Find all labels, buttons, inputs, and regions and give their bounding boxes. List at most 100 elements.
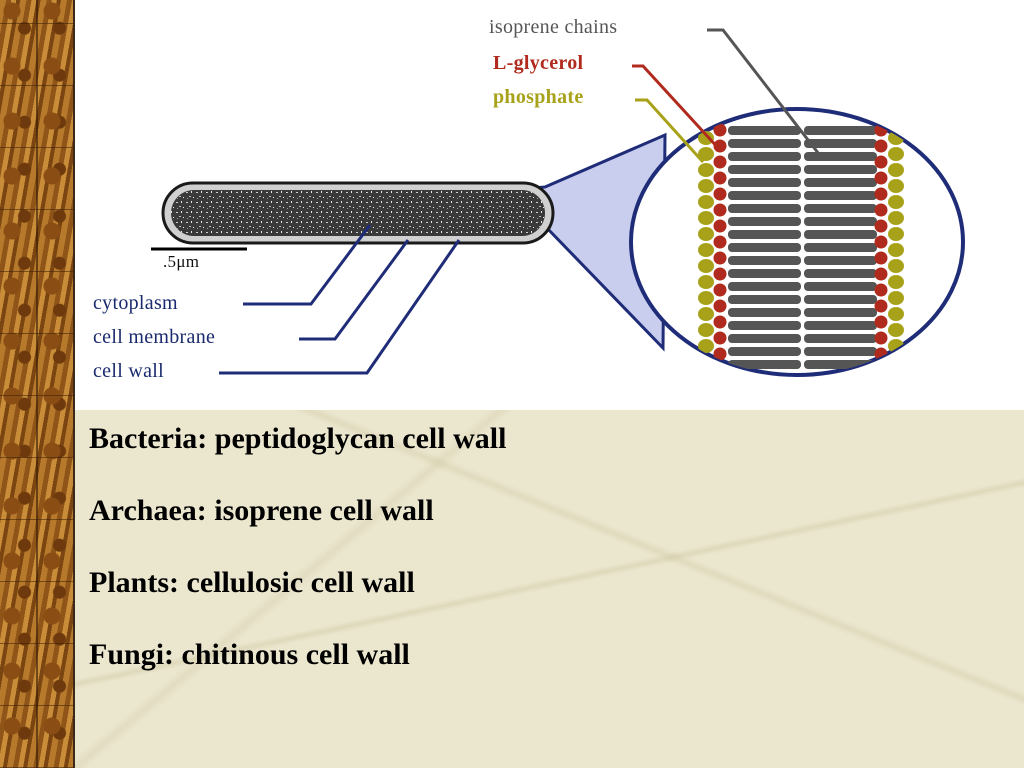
glycerol-head — [713, 251, 727, 265]
isoprene-chain — [728, 295, 801, 304]
isoprene-chain — [728, 139, 801, 148]
isoprene-chain — [728, 152, 801, 161]
phosphate-head — [698, 275, 714, 289]
list-item-archaea: Archaea: isoprene cell wall — [89, 494, 434, 527]
glycerol-head — [874, 363, 888, 375]
phosphate-head — [888, 211, 904, 225]
glycerol-head — [874, 155, 888, 169]
isoprene-label: isoprene chains — [489, 16, 618, 38]
glycerol-head — [874, 251, 888, 265]
isoprene-chain — [728, 191, 801, 200]
isoprene-chain — [804, 204, 877, 213]
wood-sidebar — [0, 0, 75, 768]
phosphate-head — [888, 179, 904, 193]
phosphate-head — [888, 195, 904, 209]
cytoplasm-leader — [243, 224, 372, 306]
isoprene-chain — [804, 334, 877, 343]
glycerol-head — [874, 283, 888, 297]
isoprene-chain — [804, 269, 877, 278]
wall-leader — [219, 239, 461, 375]
phosphate-head — [698, 131, 714, 145]
phosphate-head — [888, 243, 904, 257]
list-item-plants: Plants: cellulosic cell wall — [89, 566, 415, 599]
glycerol-head — [713, 219, 727, 233]
isoprene-chain — [804, 282, 877, 291]
isoprene-chain — [728, 334, 801, 343]
content-area: Bacteria: peptidoglycan cell wall Archae… — [75, 410, 1024, 768]
phosphate-head — [888, 163, 904, 177]
phosphate-head — [698, 307, 714, 321]
isoprene-chain — [804, 178, 877, 187]
archaea-diagram — [151, 28, 965, 377]
isoprene-leader — [707, 28, 824, 159]
isoprene-chain — [804, 347, 877, 356]
isoprene-chain — [728, 347, 801, 356]
glycerol-label: L-glycerol — [493, 52, 584, 74]
isoprene-chain — [728, 256, 801, 265]
glycerol-head — [874, 331, 888, 345]
phosphate-head — [888, 227, 904, 241]
glycerol-head — [713, 283, 727, 297]
glycerol-head — [713, 139, 727, 153]
isoprene-chain — [728, 178, 801, 187]
list-item-fungi: Fungi: chitinous cell wall — [89, 638, 410, 671]
isoprene-chain — [728, 165, 801, 174]
phosphate-head — [888, 323, 904, 337]
phosphate-head — [888, 275, 904, 289]
glycerol-head — [713, 315, 727, 329]
isoprene-chain — [804, 165, 877, 174]
glycerol-head — [874, 187, 888, 201]
phosphate-head — [888, 307, 904, 321]
phosphate-head — [888, 291, 904, 305]
cell-wall-label: cell wall — [93, 360, 165, 382]
isoprene-chain — [804, 295, 877, 304]
phosphate-head — [698, 163, 714, 177]
list-item-bacteria: Bacteria: peptidoglycan cell wall — [89, 422, 507, 455]
phosphate-head — [698, 147, 714, 161]
membrane-detail — [698, 123, 904, 375]
phosphate-head — [698, 195, 714, 209]
isoprene-chain — [804, 126, 877, 135]
isoprene-chain — [804, 217, 877, 226]
glycerol-head — [874, 267, 888, 281]
phosphate-label: phosphate — [493, 86, 584, 108]
phosphate-leader — [635, 98, 705, 164]
phosphate-head — [698, 323, 714, 337]
membrane-leader — [299, 239, 410, 341]
phosphate-head — [698, 227, 714, 241]
glycerol-head — [713, 363, 727, 375]
isoprene-chain — [804, 308, 877, 317]
cell-wall-figure: isoprene chains L-glycerol phosphate .5μ… — [75, 0, 1024, 410]
glycerol-head — [874, 171, 888, 185]
scale-label: .5μm — [163, 252, 200, 271]
isoprene-chain — [728, 282, 801, 291]
phosphate-head — [698, 291, 714, 305]
phosphate-head — [698, 179, 714, 193]
isoprene-chain — [728, 126, 801, 135]
isoprene-chain — [728, 269, 801, 278]
phosphate-head — [888, 147, 904, 161]
glycerol-head — [713, 155, 727, 169]
glycerol-head — [874, 235, 888, 249]
glycerol-head — [874, 203, 888, 217]
isoprene-chain — [804, 139, 877, 148]
glycerol-head — [713, 123, 727, 137]
isoprene-chain — [804, 230, 877, 239]
isoprene-chain — [804, 152, 877, 161]
glycerol-head — [713, 171, 727, 185]
phosphate-head — [698, 259, 714, 273]
glycerol-head — [713, 235, 727, 249]
isoprene-chain — [728, 360, 801, 369]
cell-membrane-label: cell membrane — [93, 326, 216, 348]
isoprene-chain — [728, 321, 801, 330]
isoprene-chain — [728, 204, 801, 213]
glycerol-head — [874, 219, 888, 233]
isoprene-chain — [728, 230, 801, 239]
phosphate-head — [698, 339, 714, 353]
phosphate-head — [698, 211, 714, 225]
isoprene-chain — [804, 243, 877, 252]
isoprene-chain — [804, 256, 877, 265]
isoprene-chain — [804, 191, 877, 200]
glycerol-head — [713, 347, 727, 361]
isoprene-chain — [804, 321, 877, 330]
